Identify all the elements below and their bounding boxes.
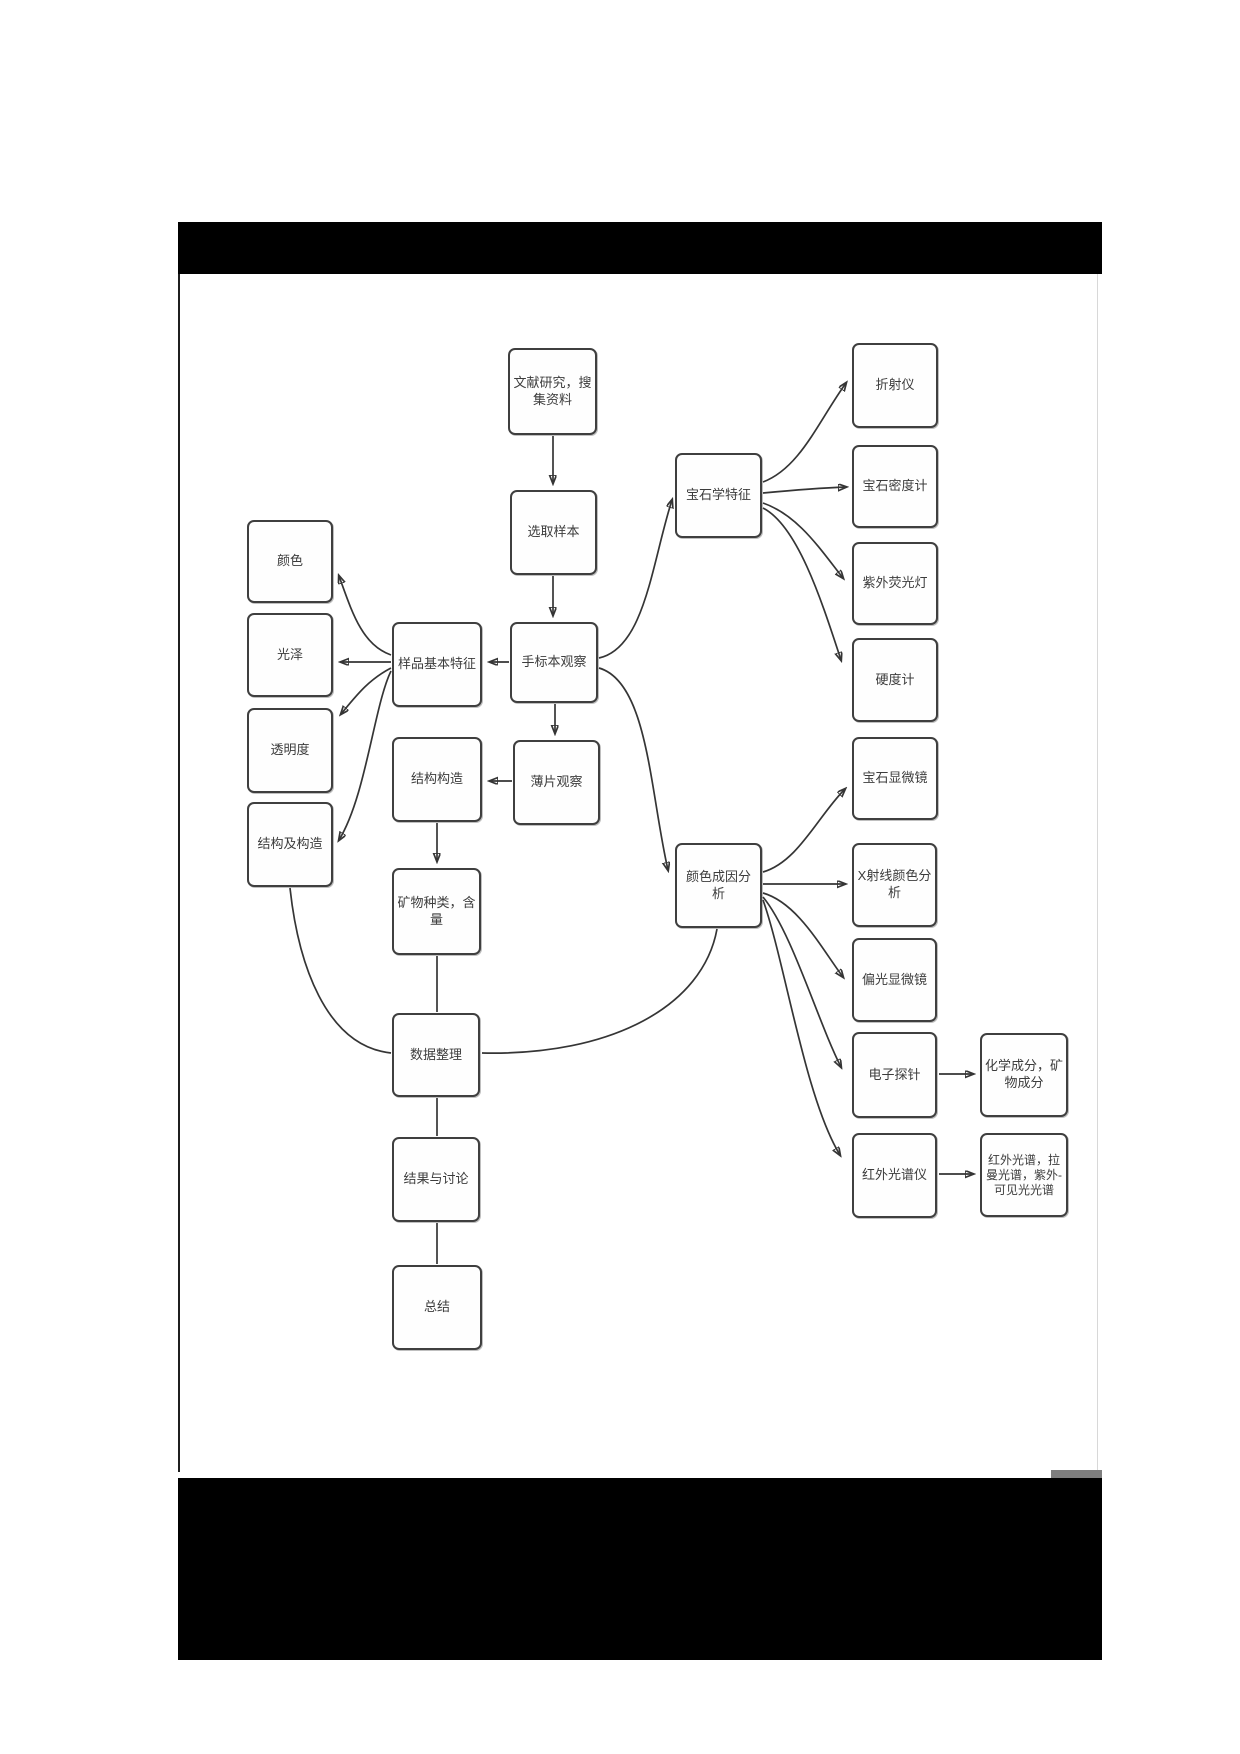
node-label: 总结 <box>423 1299 450 1315</box>
node-luster: 光泽 <box>247 613 333 697</box>
node-polarizing-microscope: 偏光显微镜 <box>852 938 937 1022</box>
edge-hand-colorgenesis <box>598 667 668 870</box>
node-label: 紫外荧光灯 <box>862 575 928 591</box>
top-redaction-bar <box>178 222 1102 274</box>
node-label: 文献研究，搜集资料 <box>513 374 592 407</box>
edge-samplebasic-structuretexture <box>339 670 392 840</box>
edge-genesis-polarizing <box>762 892 843 977</box>
node-color: 颜色 <box>247 520 333 603</box>
node-label: 选取样本 <box>527 524 580 540</box>
edge-gem-hardness <box>762 507 841 660</box>
node-label: 数据整理 <box>409 1046 462 1062</box>
edge-gem-uvlamp <box>762 502 843 578</box>
node-xray-color-analysis: X射线颜色分析 <box>852 843 937 927</box>
node-label: 宝石密度计 <box>862 478 928 494</box>
node-label: 宝石学特征 <box>685 487 751 503</box>
node-label: 宝石显微镜 <box>862 770 928 786</box>
edge-samplebasic-transparency <box>341 667 392 714</box>
node-thin-section-observation: 薄片观察 <box>513 740 600 825</box>
edge-genesis-irspectrometer <box>762 899 840 1155</box>
node-structure: 结构构造 <box>392 737 482 822</box>
node-gem-microscope: 宝石显微镜 <box>852 737 938 820</box>
node-chemical-mineral-composition: 化学成分，矿物成分 <box>980 1033 1068 1117</box>
node-select-sample: 选取样本 <box>510 490 597 575</box>
node-uv-fluorescent-lamp: 紫外荧光灯 <box>852 542 938 625</box>
node-label: 光泽 <box>276 646 303 662</box>
node-label: 电子探针 <box>868 1066 921 1082</box>
edge-genesis-electronprobe <box>762 896 841 1067</box>
node-label: 透明度 <box>270 742 310 758</box>
node-label: 结构构造 <box>410 771 463 787</box>
edge-colorgenesis-datasorting <box>481 928 718 1054</box>
node-literature-research: 文献研究，搜集资料 <box>508 348 597 435</box>
node-label: 样品基本特征 <box>397 656 476 672</box>
edge-structuretexture-datasorting <box>289 887 392 1054</box>
node-gem-densimeter: 宝石密度计 <box>852 445 938 528</box>
node-label: 偏光显微镜 <box>861 971 927 987</box>
node-hand-specimen-observation: 手标本观察 <box>510 622 598 703</box>
node-electron-probe: 电子探针 <box>852 1032 937 1118</box>
node-label: 结果与讨论 <box>403 1171 469 1187</box>
gray-strip <box>1051 1470 1102 1478</box>
edge-arrows <box>339 383 973 1174</box>
node-data-sorting: 数据整理 <box>392 1013 480 1097</box>
node-results-discussion: 结果与讨论 <box>392 1137 480 1222</box>
edge-gem-densimeter <box>762 487 846 494</box>
node-ir-spectrometer: 红外光谱仪 <box>852 1133 937 1218</box>
edge-gem-refractometer <box>762 383 846 483</box>
node-label: 颜色 <box>276 553 303 569</box>
edge-plain-lines <box>289 887 718 1264</box>
edge-hand-gemfeatures <box>598 500 672 659</box>
node-label: 手标本观察 <box>521 654 587 670</box>
node-label: X射线颜色分析 <box>857 868 932 900</box>
node-label: 薄片观察 <box>530 774 583 790</box>
node-mineral-types-content: 矿物种类，含量 <box>392 868 481 955</box>
node-gemological-features: 宝石学特征 <box>675 453 762 538</box>
node-spectra-output: 红外光谱，拉曼光谱，紫外-可见光光谱 <box>980 1133 1068 1217</box>
bottom-redaction-bar <box>178 1478 1102 1660</box>
node-label: 化学成分，矿物成分 <box>985 1058 1064 1090</box>
node-hardness-tester: 硬度计 <box>852 638 938 722</box>
node-label: 红外光谱，拉曼光谱，紫外-可见光光谱 <box>986 1152 1062 1197</box>
node-label: 矿物种类，含量 <box>397 894 476 927</box>
node-transparency: 透明度 <box>247 708 333 793</box>
node-label: 硬度计 <box>875 671 915 687</box>
node-structure-and-texture: 结构及构造 <box>247 802 333 887</box>
page-right-border <box>1097 274 1098 1473</box>
node-refractometer: 折射仪 <box>852 343 938 428</box>
node-label: 折射仪 <box>875 377 915 393</box>
edge-samplebasic-color <box>339 576 392 656</box>
page-left-border <box>178 274 180 1472</box>
node-color-genesis-analysis: 颜色成因分析 <box>675 843 762 928</box>
node-label: 结构及构造 <box>257 836 323 852</box>
node-summary: 总结 <box>392 1265 482 1350</box>
node-label: 颜色成因分析 <box>685 868 751 901</box>
node-sample-basic-features: 样品基本特征 <box>392 622 482 707</box>
edge-genesis-gemmicroscope <box>762 789 845 873</box>
node-label: 红外光谱仪 <box>861 1167 927 1183</box>
